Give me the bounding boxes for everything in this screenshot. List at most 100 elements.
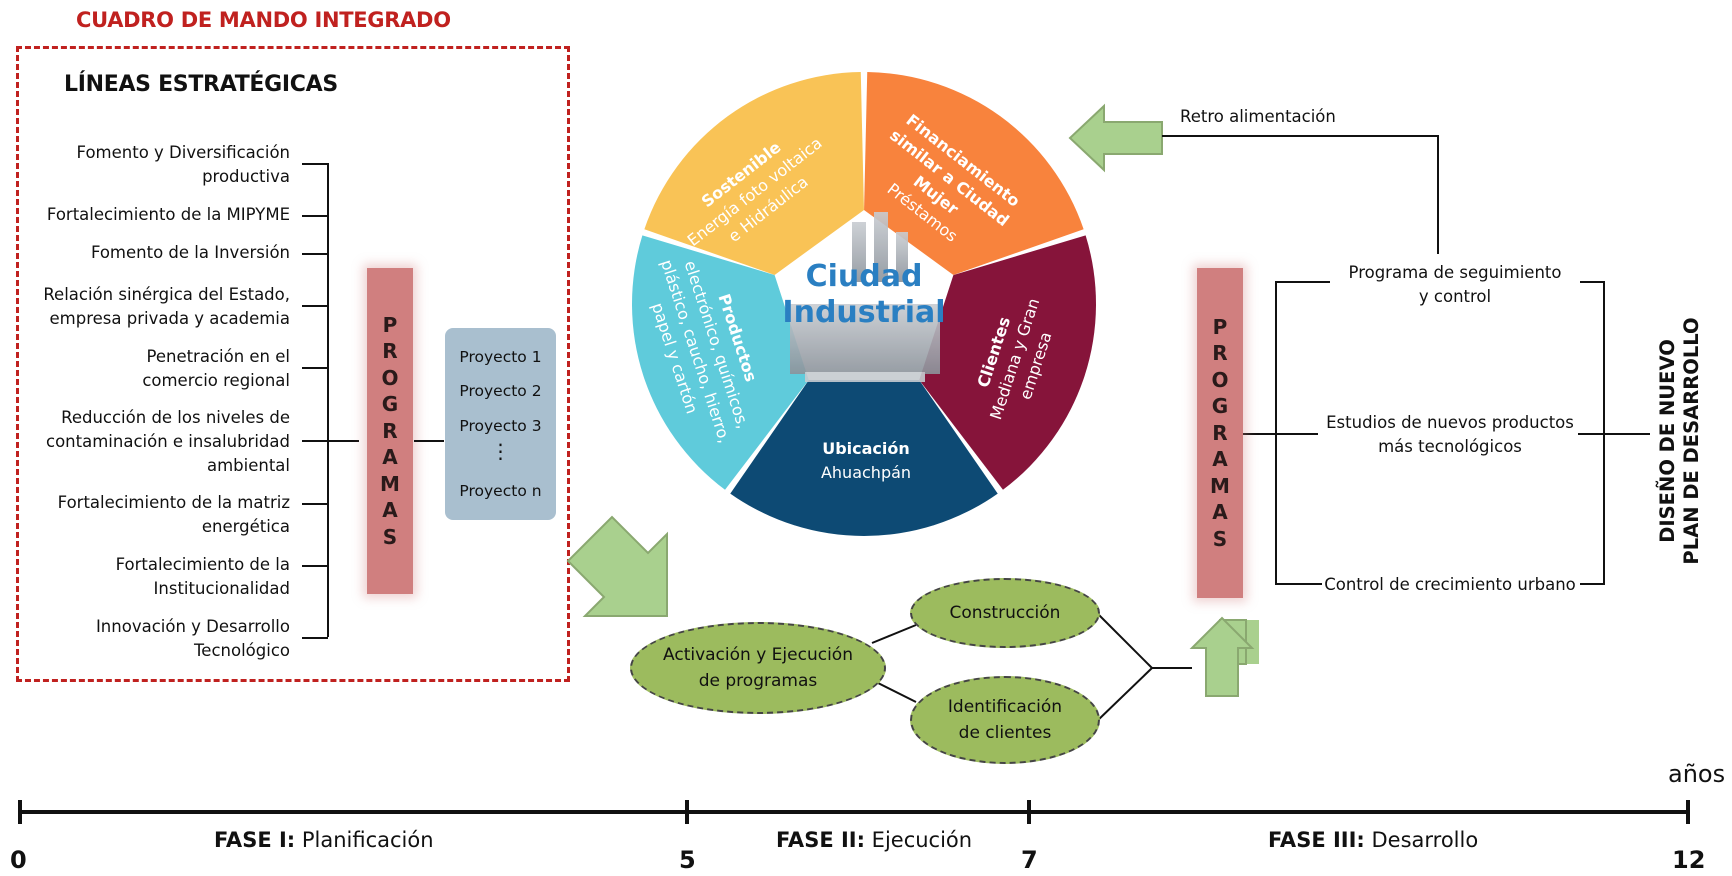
timeline-tick-12: 12 [1672, 846, 1706, 874]
vertical-title-line2: PLAN DE DESARROLLO [1680, 317, 1703, 565]
strategic-line-2: Fortalecimiento de la MIPYME [47, 203, 290, 227]
to-execution-arrow-icon [566, 515, 668, 617]
strategic-line-tick [302, 440, 328, 442]
right-program-2-line2: más tecnológicos [1378, 437, 1522, 456]
strategic-line-1-text: productiva [202, 167, 290, 186]
wheel-segment-clientes [918, 235, 1096, 490]
construction-label: Construcción [949, 603, 1061, 623]
strategic-line-6-text: contaminación e insalubridad [46, 432, 290, 451]
programs-letter: R [382, 339, 398, 364]
programs-to-projects-connector [414, 440, 444, 442]
timeline-tick-0: 0 [10, 846, 27, 874]
phase-3-label: FASE III: Desarrollo [1268, 828, 1478, 852]
programs-letter: M [1210, 473, 1230, 498]
strategic-line-1-text: Fomento y Diversificación [76, 143, 290, 162]
programs-letter: O [381, 365, 399, 390]
strategic-line-3: Fomento de la Inversión [91, 241, 290, 265]
strategic-line-tick [302, 215, 328, 217]
strategic-line-1: Fomento y Diversificación productiva [77, 141, 290, 189]
programs-letter: P [1212, 314, 1228, 339]
strategic-line-tick [302, 305, 328, 307]
programs-letter: A [1212, 500, 1228, 525]
strategic-line-4-text: Relación sinérgica del Estado, [43, 285, 290, 304]
programs-letter: A [382, 498, 398, 523]
balanced-scorecard-box [16, 46, 570, 682]
activation-line2: de programas [698, 671, 818, 691]
wheel-center-title-line1: Ciudad [806, 259, 923, 294]
construction-ellipse: Construcción [910, 578, 1100, 648]
feedback-label: Retro alimentación [1180, 107, 1336, 126]
wheel-segment-ubicacion [730, 378, 998, 536]
right-program-2-line1: Estudios de nuevos productos [1326, 413, 1574, 432]
programs-letter: R [1212, 341, 1228, 366]
phase-2-bold: FASE II: [776, 828, 865, 852]
right-program-2: Estudios de nuevos productos más tecnoló… [1320, 411, 1580, 459]
phase-3-bold: FASE III: [1268, 828, 1365, 852]
identification-line2: de clientes [958, 723, 1052, 743]
factory-icon [790, 212, 940, 382]
programs-letter: S [1212, 526, 1228, 551]
phase-1-text: Planificación [295, 828, 434, 852]
programs-letter: A [382, 445, 398, 470]
programs-letter: G [1211, 394, 1229, 419]
right-program-1-line2: y control [1418, 287, 1492, 306]
strategic-line-8: Fortalecimiento de la Institucionalidad [116, 553, 290, 601]
wheel-segment-productos [632, 235, 810, 490]
activation-line1: Activación y Ejecución [663, 645, 853, 665]
strategic-lines-title: LÍNEAS ESTRATÉGICAS [64, 72, 338, 97]
programs-letter: O [1211, 367, 1229, 392]
strategic-line-3-text: Fomento de la Inversión [90, 243, 290, 262]
strategic-line-6: Reducción de los niveles de contaminación… [46, 406, 290, 478]
feedback-arrow-icon [1068, 103, 1163, 173]
strategic-line-2-text: Fortalecimiento de la MIPYME [46, 205, 290, 224]
strategic-line-tick [302, 253, 328, 255]
strategic-line-tick [302, 565, 328, 567]
phase-3-text: Desarrollo [1364, 828, 1479, 852]
right-program-1: Programa de seguimiento y control [1332, 261, 1578, 309]
strategic-line-tick [302, 503, 328, 505]
balanced-scorecard-title: CUADRO DE MANDO INTEGRADO [76, 8, 451, 32]
feedback-connector [1162, 135, 1439, 254]
strategic-line-tick [302, 163, 328, 165]
strategic-line-9-text: Innovación y Desarrollo [95, 617, 290, 636]
programs-letter: R [382, 418, 398, 443]
projects-ellipsis: ⋮ [490, 439, 511, 463]
strategic-line-7-text: energética [201, 517, 290, 536]
strategic-line-4-text: empresa privada y academia [49, 309, 290, 328]
segment-location-line1: Ahuachpán [821, 463, 911, 482]
strategic-line-7: Fortalecimiento de la matriz energética [58, 491, 290, 539]
strategic-line-tick [302, 367, 328, 369]
strategic-line-tick [302, 637, 328, 639]
strategic-line-6-text: Reducción de los niveles de [61, 408, 290, 427]
industrial-city-wheel: Ciudad Industrial Sostenible Energía fot… [632, 72, 1096, 536]
new-development-plan-title: DISEÑO DE NUEVO PLAN DE DESARROLLO [1650, 306, 1710, 576]
wheel-segment-sostenible [644, 72, 864, 276]
strategic-line-5-text: comercio regional [142, 371, 290, 390]
project-item: Proyecto 3 [459, 417, 542, 435]
segment-location-title: Ubicación [822, 439, 910, 458]
strategic-line-5: Penetración en el comercio regional [142, 345, 290, 393]
strategic-line-8-text: Institucionalidad [153, 579, 290, 598]
programs-letter: M [380, 471, 400, 496]
strategic-line-5-text: Penetración en el [146, 347, 290, 366]
strategic-lines-bracket [327, 163, 329, 637]
timeline-tick-7: 7 [1021, 846, 1038, 874]
right-program-1-line1: Programa de seguimiento [1348, 263, 1562, 282]
programs-letter: R [1212, 420, 1228, 445]
strategic-line-9-text: Tecnológico [194, 641, 290, 660]
phase-2-label: FASE II: Ejecución [776, 828, 972, 852]
bracket-connector [327, 440, 359, 442]
strategic-line-8-text: Fortalecimiento de la [115, 555, 290, 574]
vertical-title-line1: DISEÑO DE NUEVO [1656, 339, 1679, 543]
right-program-3: Control de crecimiento urbano [1322, 573, 1578, 597]
identification-line1: Identificación [947, 697, 1063, 717]
wheel-segment-financiamiento [864, 72, 1084, 276]
programs-letter: S [382, 524, 398, 549]
project-item: Proyecto 2 [459, 382, 542, 400]
timeline-tick-5: 5 [679, 846, 696, 874]
strategic-line-7-text: Fortalecimiento de la matriz [57, 493, 290, 512]
programs-letter: P [382, 312, 398, 337]
